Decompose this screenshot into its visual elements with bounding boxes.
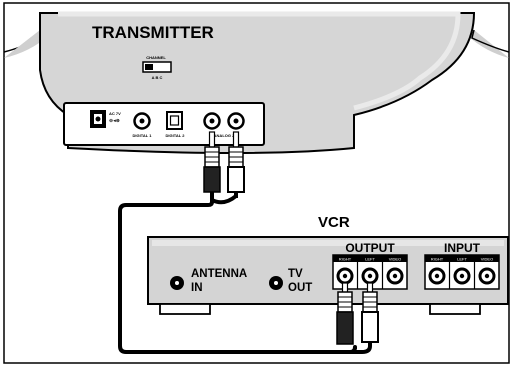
frame xyxy=(3,2,510,364)
channel-switch xyxy=(142,61,172,73)
digital1-label: DIGITAL 1 xyxy=(133,133,153,138)
digital2-optical-jack: DIGITAL 2 xyxy=(166,111,186,138)
channel-switch-positions: A B C xyxy=(152,75,163,80)
transmitter-rca-plugs xyxy=(203,131,245,193)
vcr-plug-left xyxy=(336,282,354,345)
vcr-rca-plugs xyxy=(336,282,379,345)
channel-switch-knob xyxy=(145,64,153,70)
vcr: VCR ANTENNA IN TV OUT OUTPUT RIGHT LEFT xyxy=(147,214,509,315)
antenna-jack-center xyxy=(175,281,179,285)
vcr-highlight xyxy=(152,240,504,246)
ac-jack-label: AC 7V xyxy=(109,111,121,116)
input-jack-group: INPUT RIGHT LEFT VIDEO xyxy=(424,241,500,290)
ac-polarity-icon: ⊖◂⊕ xyxy=(109,118,120,124)
analog-left-jack-center xyxy=(209,118,215,124)
transmitter-plug-left xyxy=(203,131,221,193)
antenna-label-line2: IN xyxy=(191,282,203,294)
transmitter-highlight xyxy=(58,11,461,111)
right-arc-fill xyxy=(468,30,509,58)
input-jack-label-right: RIGHT xyxy=(431,257,444,262)
antenna-label-line1: ANTENNA xyxy=(191,268,247,280)
input-label: INPUT xyxy=(444,241,481,255)
antenna-in-jack: ANTENNA IN xyxy=(170,268,247,294)
output-jack-label-left: LEFT xyxy=(365,257,375,262)
output-jack-label-right: RIGHT xyxy=(339,257,352,262)
vcr-title: VCR xyxy=(318,214,350,231)
transmitter: TRANSMITTER CHANNEL A B C AC 7V ⊖◂⊕ DIGI… xyxy=(3,11,510,154)
tv-out-label-line2: OUT xyxy=(288,282,312,294)
transmitter-plug-right xyxy=(227,131,245,193)
channel-switch-label: CHANNEL xyxy=(146,55,166,60)
analog-right-jack-center xyxy=(233,118,239,124)
transmitter-title: TRANSMITTER xyxy=(92,23,214,42)
cable-join-bottom xyxy=(350,340,372,354)
output-label-strip xyxy=(333,255,407,262)
output-label: OUTPUT xyxy=(345,241,395,255)
tv-out-jack-center xyxy=(274,281,278,285)
tv-out-jack: TV OUT xyxy=(269,268,312,294)
input-jack-label-video: VIDEO xyxy=(481,257,493,262)
input-jack-label-left: LEFT xyxy=(457,257,467,262)
tv-out-label-line1: TV xyxy=(288,268,303,280)
digital2-jack-port xyxy=(169,115,180,126)
vcr-foot-left xyxy=(159,303,211,315)
digital1-coax-jack: DIGITAL 1 xyxy=(133,112,153,138)
ac-power-jack: AC 7V ⊖◂⊕ xyxy=(90,110,121,128)
output-jack-label-video: VIDEO xyxy=(389,257,401,262)
digital1-jack-center xyxy=(139,118,145,124)
analog-label: ANALOG 2 xyxy=(214,133,235,138)
left-arc-fill xyxy=(4,30,48,58)
ac-jack-pin xyxy=(95,116,101,122)
right-arc-edge xyxy=(471,29,510,53)
vcr-foot-right xyxy=(429,303,481,315)
cable-join-top xyxy=(211,194,238,205)
vcr-plug-right xyxy=(361,282,379,343)
input-label-strip xyxy=(425,255,499,262)
analog-jacks: ANALOG 2 xyxy=(203,112,245,138)
digital2-label: DIGITAL 2 xyxy=(166,133,186,138)
